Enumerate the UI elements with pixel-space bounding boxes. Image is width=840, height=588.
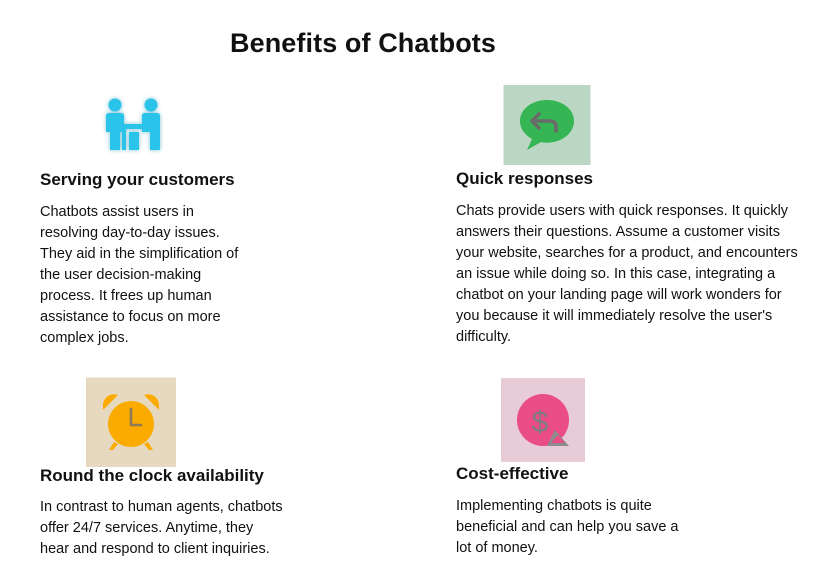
alarm-clock-icon — [100, 392, 162, 454]
card-text: In contrast to human agents, chatbots of… — [40, 499, 283, 557]
money-chat-icon: $ — [514, 390, 576, 452]
card-heading: Cost-effective — [456, 464, 569, 483]
customer-service-icon — [102, 94, 164, 156]
card-heading: Round the clock availability — [40, 466, 264, 485]
card-text: Implementing chatbots is quite beneficia… — [456, 498, 679, 556]
card-heading: Serving your customers — [40, 170, 235, 189]
svg-text:$: $ — [532, 406, 549, 439]
reply-chat-icon — [516, 94, 578, 156]
card-text: Chatbots assist users in resolving day-t… — [40, 204, 239, 346]
card-heading: Quick responses — [456, 169, 594, 188]
page-title: Benefits of Chatbots — [230, 28, 497, 58]
card-text: Chats provide users with quick responses… — [456, 203, 798, 345]
